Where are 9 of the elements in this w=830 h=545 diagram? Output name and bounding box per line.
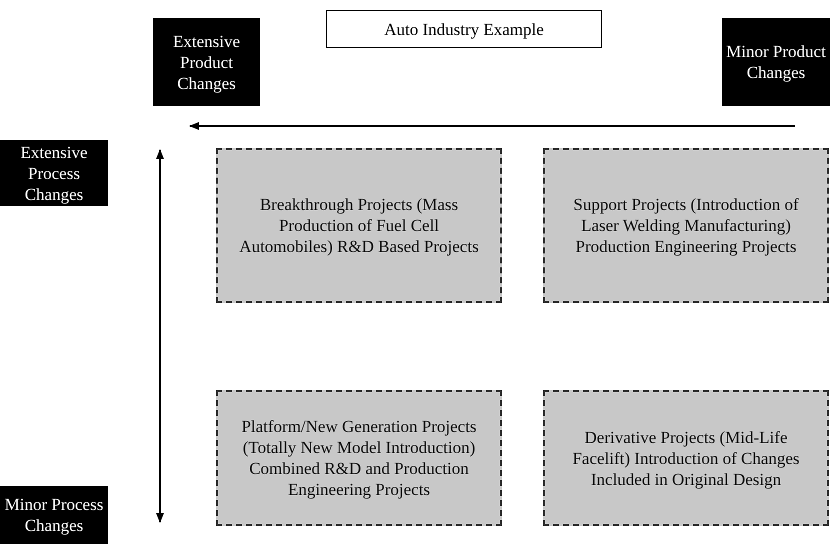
quadrant-box: Derivative Projects (Mid-Life Facelift) Introduction of Changes Included in Original Design [543,390,829,526]
axis-label-box: Minor Process Changes [0,486,108,544]
title-box: Auto Industry Example [326,10,602,48]
axis-label-box: Extensive Process Changes [0,140,108,206]
axis-label-box: Minor Product Changes [722,18,830,106]
quadrant-box: Platform/New Generation Projects (Totally New Model Introduction) Combined R&D and Production Engineering Projects [216,390,502,526]
quadrant-box: Support Projects (Introduction of Laser Welding Manufacturing) Production Engineering Projects [543,148,829,303]
quadrant-box: Breakthrough Projects (Mass Production of Fuel Cell Automobiles) R&D Based Projects [216,148,502,303]
axis-label-box: Extensive Product Changes [153,18,260,106]
